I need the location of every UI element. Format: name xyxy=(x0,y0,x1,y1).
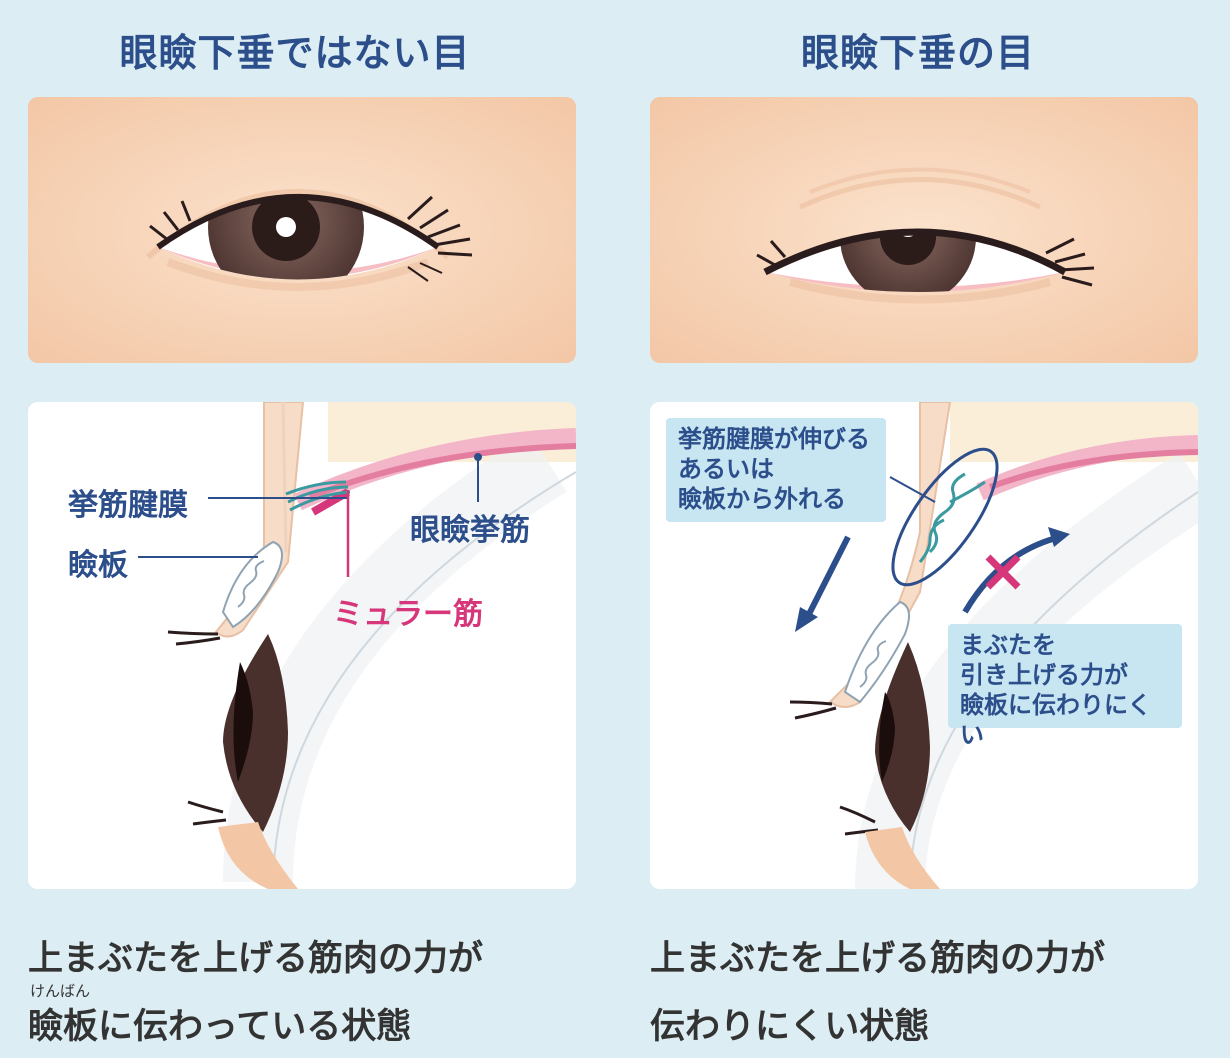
left-column-title: 眼瞼下垂ではない目 xyxy=(119,31,471,75)
right-column-title: 眼瞼下垂の目 xyxy=(800,31,1035,75)
callout-lifting-force-weak: まぶたを 引き上げる力が 瞼板に伝わりにくい xyxy=(948,624,1182,749)
left-caption-line2: 瞼板に伝わっている状態 xyxy=(28,1007,412,1047)
label-levator-aponeurosis: 挙筋腱膜 xyxy=(68,488,188,523)
ptosis-eye-front-illustration xyxy=(650,97,1198,363)
ptosis-eye-cross-section-panel: 挙筋腱膜が伸びる あるいは 瞼板から外れる まぶたを 引き上げる力が 瞼板に伝わ… xyxy=(650,402,1198,889)
ptosis-eye-front-panel xyxy=(650,97,1198,363)
right-caption-line1: 上まぶたを上げる筋肉の力が xyxy=(650,939,1106,979)
normal-eye-cross-section-panel: 挙筋腱膜 瞼板 眼瞼挙筋 ミュラー筋 xyxy=(28,402,576,889)
normal-eye-front-panel xyxy=(28,97,576,363)
callout-aponeurosis-stretched: 挙筋腱膜が伸びる あるいは 瞼板から外れる xyxy=(666,418,886,522)
normal-eye-cross-section-illustration xyxy=(28,402,576,889)
normal-eye-front-illustration xyxy=(28,97,576,363)
label-tarsal-plate: 瞼板 xyxy=(68,548,128,583)
label-muller-muscle: ミュラー筋 xyxy=(333,597,483,632)
right-caption-line2: 伝わりにくい状態 xyxy=(650,1007,930,1047)
left-caption-line1: 上まぶたを上げる筋肉の力が xyxy=(28,939,484,979)
label-levator-muscle: 眼瞼挙筋 xyxy=(410,513,530,548)
left-caption-ruby: けんばん xyxy=(30,982,91,1000)
